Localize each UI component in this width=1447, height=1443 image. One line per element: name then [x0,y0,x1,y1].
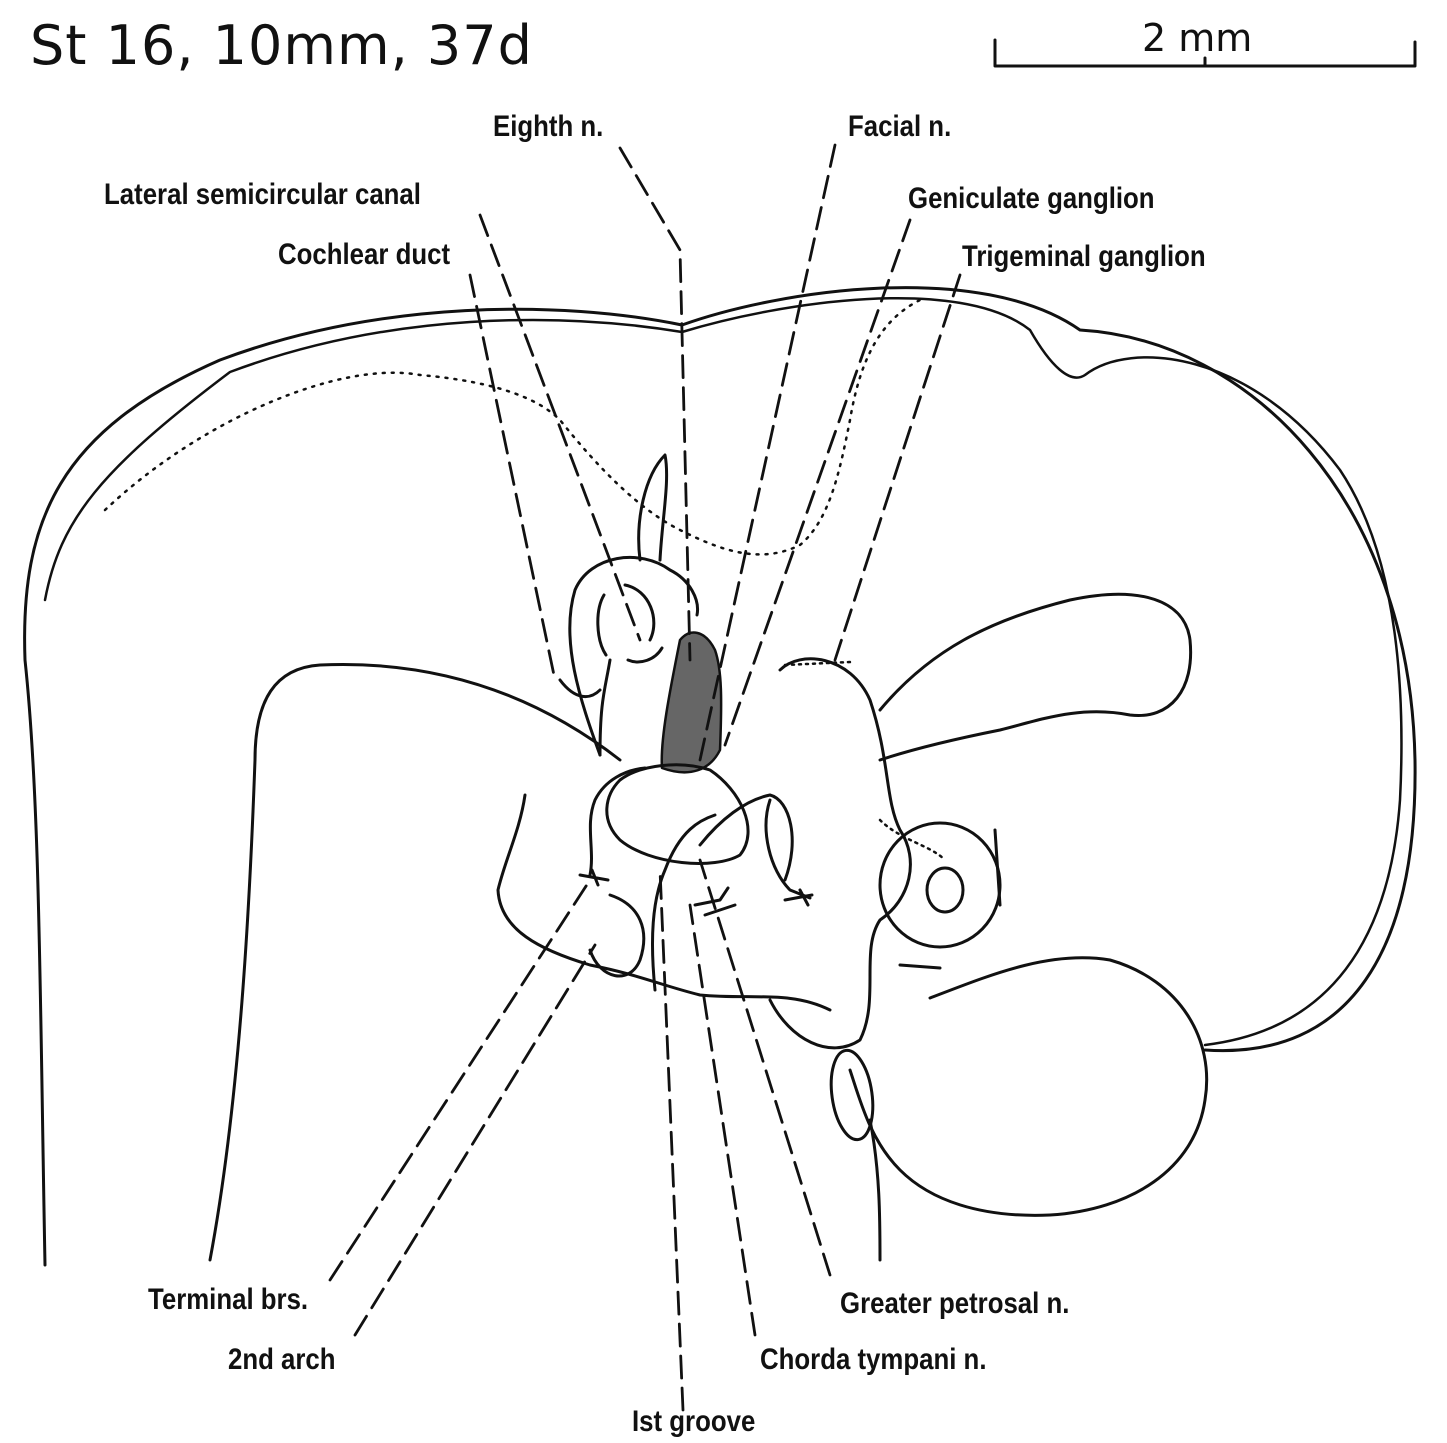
small-ellipse [829,1048,875,1142]
leader-terminal-brs [328,878,592,1282]
page-title: St 16, 10mm, 37d [30,14,533,77]
arch-inner-curve [588,893,646,978]
first-pharyngeal-arch-loop [605,763,750,865]
label-2nd-arch: 2nd arch [228,1343,336,1376]
mandible-lower-fold [898,963,942,970]
label-chorda-tympani-n: Chorda tympani n. [760,1343,987,1376]
terminal-branches-mid [693,798,814,917]
label-facial-n: Facial n. [848,110,952,143]
label-1st-groove: Ist groove [632,1405,756,1438]
leader-chorda-tympani-n [688,903,757,1337]
otocyst [558,453,700,757]
label-geniculate-ganglion: Geniculate ganglion [908,182,1155,215]
label-lateral-semicircular-canal: Lateral semicircular canal [104,178,421,211]
leader-1st-groove [658,868,685,1412]
leader-lateral-semicircular-canal [478,213,642,642]
eye [878,818,1002,949]
trigeminal-ganglion-outline [768,657,912,1050]
scale-bar-label: 2 mm [1142,16,1253,60]
maxillary-process [878,592,1193,762]
label-eighth-n: Eighth n. [493,110,604,143]
terminal-branches-left [578,766,647,887]
second-arch-outline [496,793,832,1012]
chorda-loop [698,793,794,882]
cranial-wall-left [208,663,622,1262]
leader-lines [328,143,962,1412]
head-outline-inner [43,297,1403,1047]
label-terminal-brs: Terminal brs. [148,1283,309,1316]
label-cochlear-duct: Cochlear duct [278,238,451,271]
leader-cochlear-duct [468,273,557,682]
leader-facial-n [698,143,837,762]
label-greater-petrosal-n: Greater petrosal n. [840,1287,1070,1320]
leader-eighth-n [618,146,692,662]
leader-geniculate-ganglion [723,218,912,747]
mandibular-process [848,956,1209,1217]
label-trigeminal-ganglion: Trigeminal ganglion [962,240,1206,273]
first-groove-line [650,813,717,992]
brain-boundary-dotted [103,298,922,556]
leader-trigeminal-ganglion [833,273,962,662]
leader-2nd-arch [353,943,597,1337]
geniculate-ganglion-stipple [660,631,723,774]
leader-greater-petrosal-n [698,858,832,1277]
scale-bar [993,38,1417,68]
lower-neck-line [868,1118,882,1262]
